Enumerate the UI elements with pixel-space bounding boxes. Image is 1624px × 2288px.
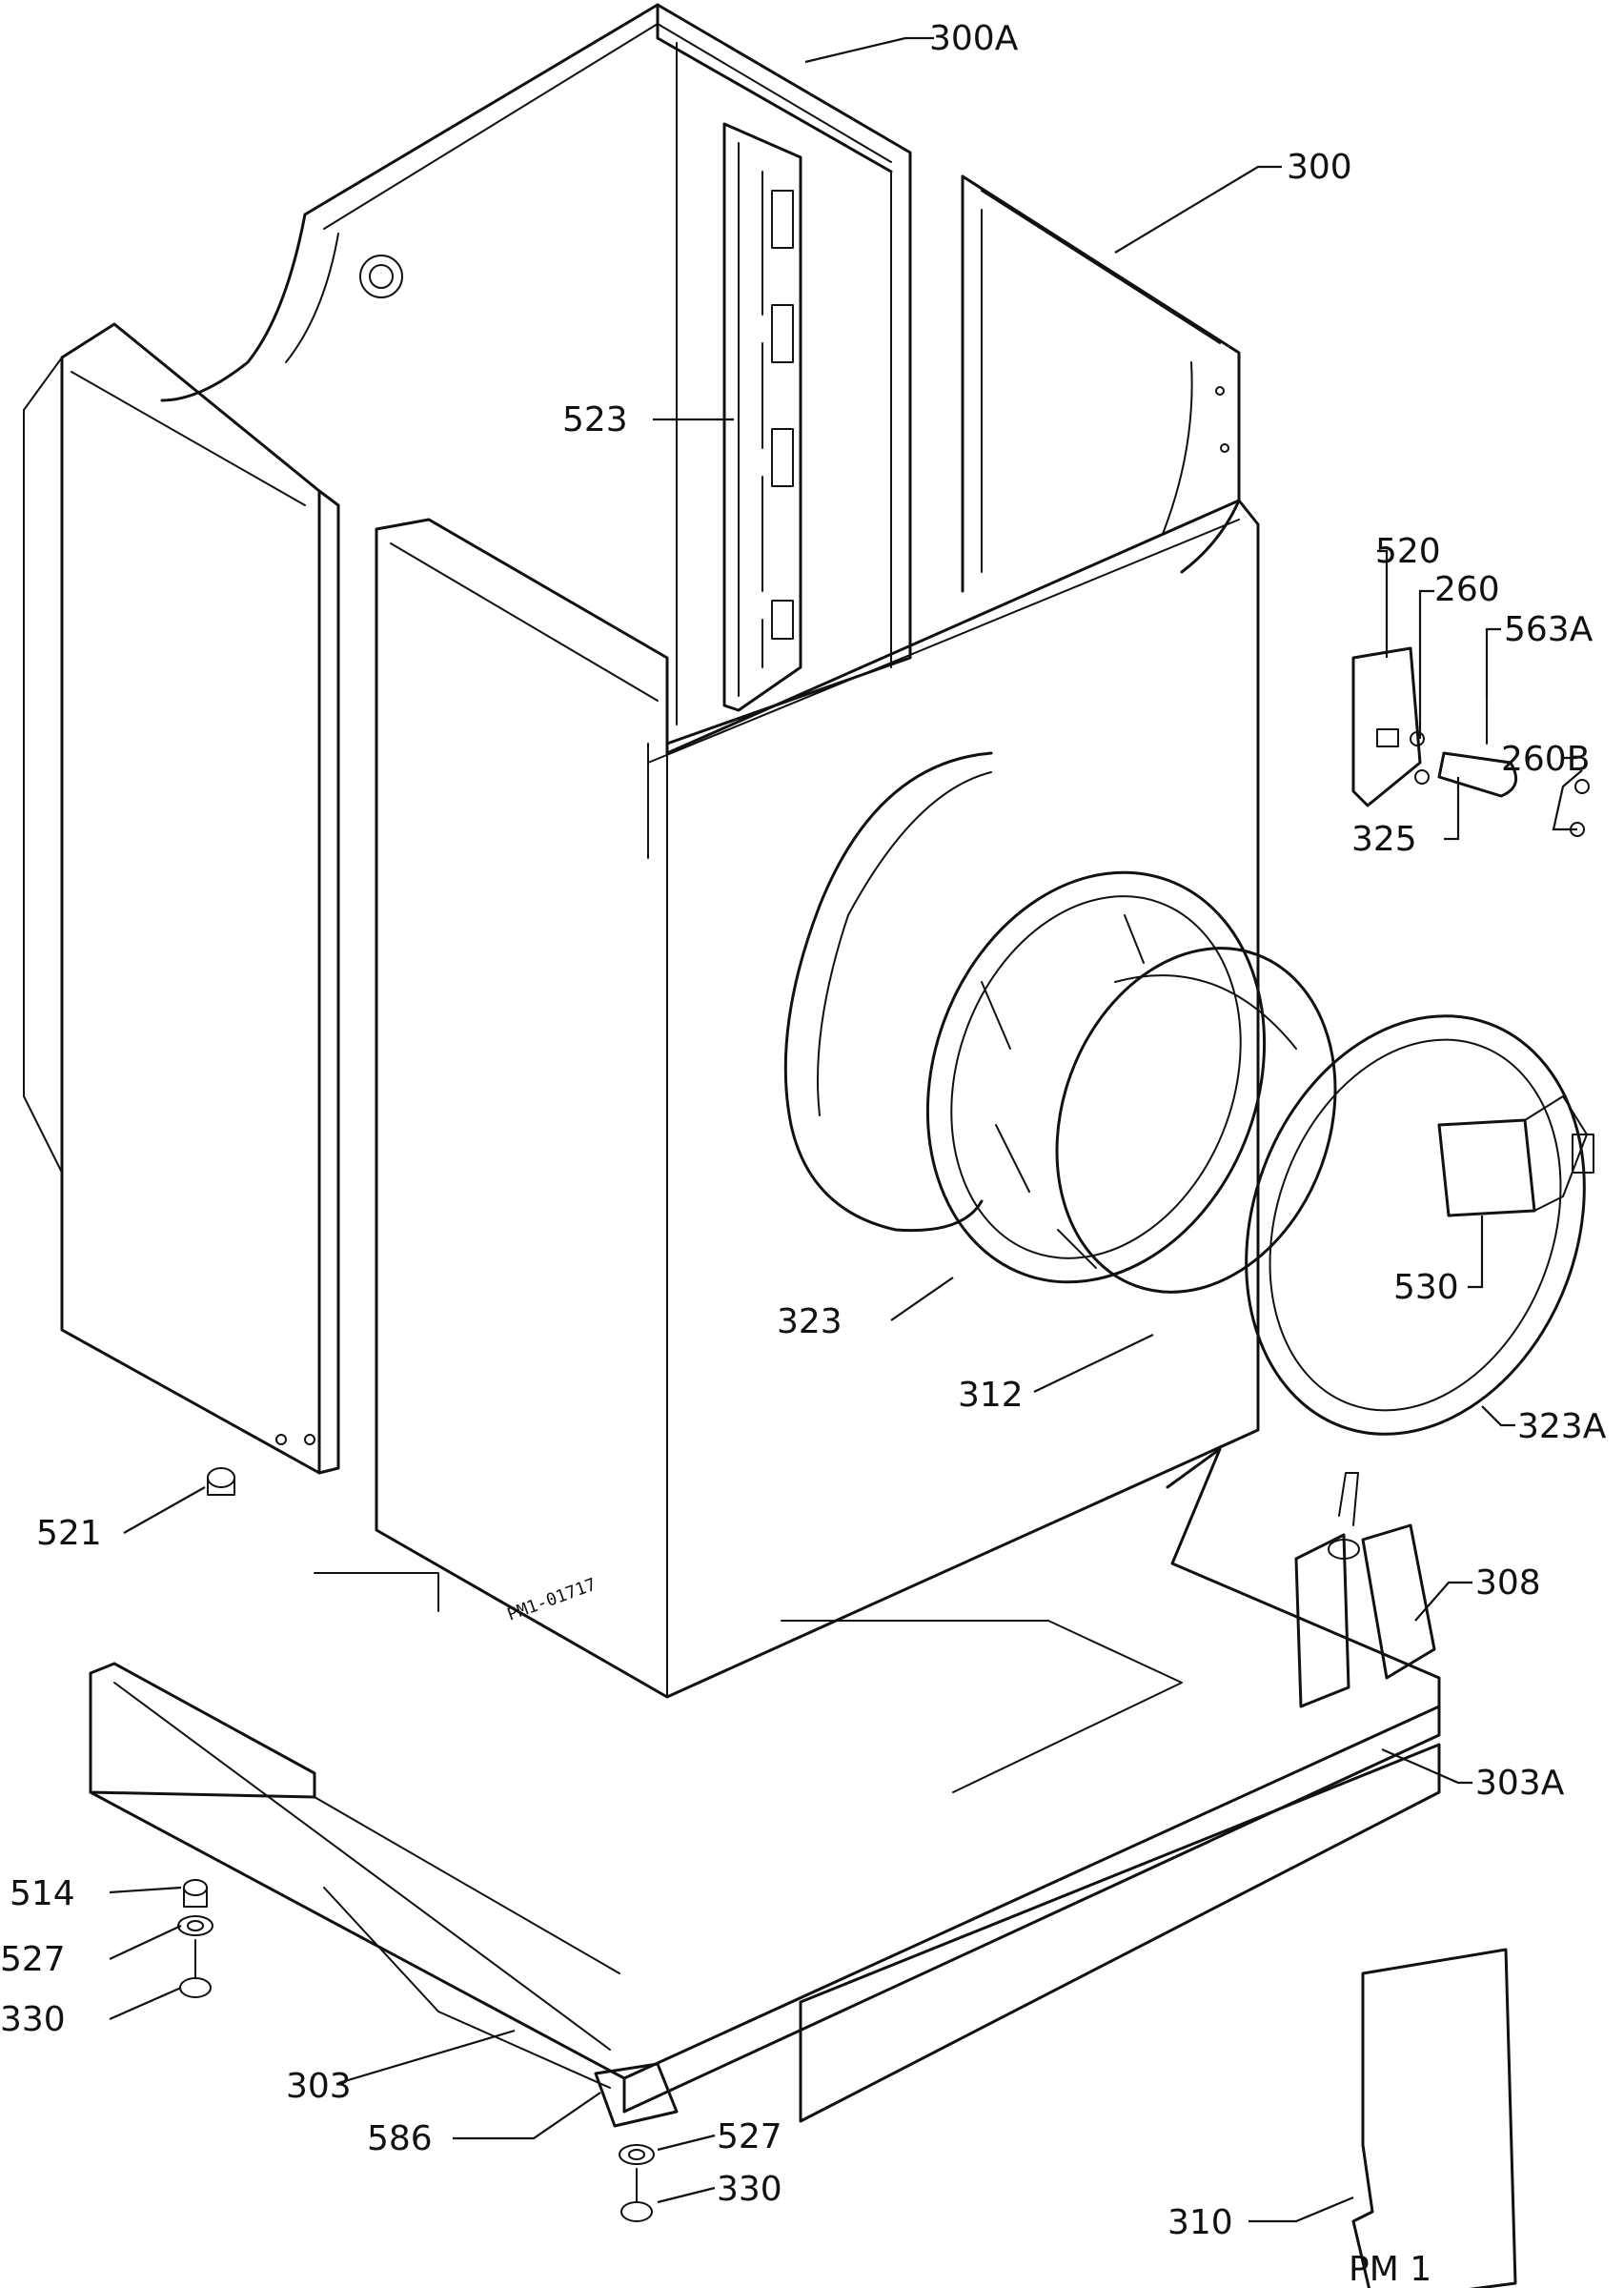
part-labels: 300A 300 523 520 260 563A 260B 325 530 3… [0,19,1607,2242]
label-520: 520 [1375,532,1441,571]
label-260B: 260B [1501,740,1590,779]
label-530: 530 [1393,1268,1459,1307]
cabinet-rear-frame [160,3,912,746]
left-side-panel [23,322,340,1475]
front-cabinet [375,499,1260,1699]
rear-frame-hole [359,255,403,298]
label-308: 308 [1475,1563,1541,1603]
base-frame [89,1447,1441,2114]
label-303: 303 [286,2067,352,2106]
hinge-block-308 [1294,1472,1436,1708]
label-323: 323 [777,1302,842,1341]
foot-330b [620,2201,653,2222]
left-foot-assembly [177,1879,213,1998]
lock-spring-260B [1574,779,1590,794]
door-outer-ring [1245,1014,1586,1436]
label-527-right: 527 [717,2117,782,2156]
right-foot-assembly [594,2062,679,2222]
label-330-right: 330 [717,2170,782,2209]
label-310: 310 [1167,2203,1233,2242]
label-325: 325 [1351,820,1417,859]
label-330-left: 330 [0,2000,66,2039]
front-plinth [799,1743,1441,2123]
foot-bracket-586 [594,2062,679,2128]
label-523: 523 [562,400,628,439]
door-bowl [1055,947,1337,1294]
label-260: 260 [1434,570,1500,609]
label-521: 521 [36,1514,102,1553]
door-hinge [1437,1095,1594,1217]
screw-521 [207,1467,235,1496]
door-inner-ring [925,870,1267,1284]
cover-plate-310 [1351,1948,1517,2288]
leader-lines [109,36,1583,2223]
drawing-stamp: PM1-01717 [505,1575,599,1625]
label-563A: 563A [1504,610,1594,649]
label-323A: 323A [1517,1407,1607,1446]
foot-washer-527 [177,1915,213,1936]
lock-spring-260 [1410,731,1425,746]
label-527-left: 527 [0,1940,66,1979]
foot-bolt-514 [183,1879,208,1896]
foot-330 [179,1977,212,1998]
label-300: 300 [1287,148,1352,187]
label-586: 586 [367,2119,433,2158]
label-514: 514 [10,1874,75,1913]
lock-catch-520 [1351,646,1422,807]
lock-lever-325 [1437,751,1518,798]
cabinet-right-frame [961,174,1241,593]
foot-washer-527b [619,2144,655,2165]
label-312: 312 [958,1376,1024,1415]
page-code: PM 1 [1349,2250,1431,2288]
label-303A: 303A [1475,1764,1565,1803]
rear-inner-bracket [722,122,802,712]
label-300A: 300A [929,19,1019,58]
door-opening [783,751,993,1233]
